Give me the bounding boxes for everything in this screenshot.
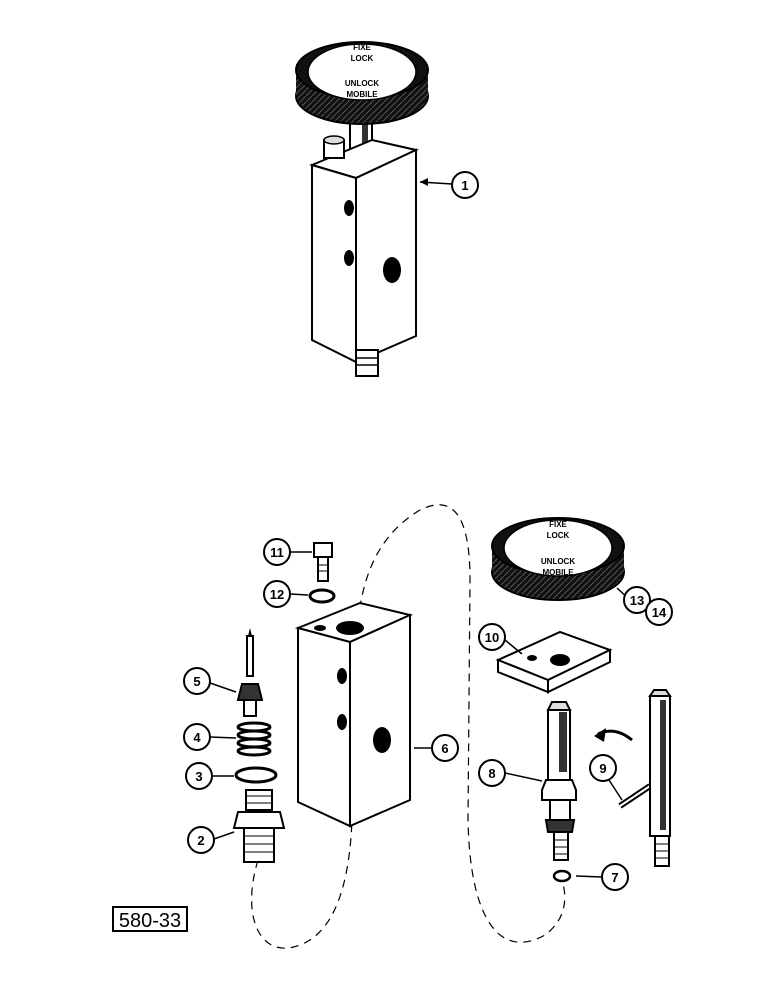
knob-label-lock: LOCK — [351, 54, 374, 63]
rotation-arrow — [594, 728, 633, 742]
callout-4: 4 — [183, 723, 211, 751]
knob-label-bottom: MOBILE — [346, 90, 378, 99]
pin-part-9 — [618, 783, 652, 809]
knob-assembled: FIXE LOCK UNLOCK MOBILE — [295, 41, 429, 125]
svg-text:13: 13 — [630, 593, 644, 608]
svg-text:4: 4 — [193, 730, 201, 745]
plate-part-10 — [495, 630, 613, 694]
washer-part-12 — [308, 588, 336, 604]
callout-7: 7 — [601, 863, 629, 891]
shaft-assembled-view — [648, 689, 672, 867]
svg-text:5: 5 — [193, 674, 200, 689]
svg-text:7: 7 — [611, 870, 618, 885]
svg-text:10: 10 — [485, 630, 499, 645]
svg-text:8: 8 — [488, 766, 495, 781]
callout-3: 3 — [185, 762, 213, 790]
knob-label-top: FIXE — [353, 43, 371, 52]
svg-text:12: 12 — [270, 587, 284, 602]
knob-label-lock-2: LOCK — [547, 531, 570, 540]
figure-reference-label: 580-33 — [112, 906, 188, 932]
leader-lines — [209, 551, 631, 878]
svg-text:6: 6 — [441, 741, 448, 756]
o-ring-part-3 — [234, 766, 278, 784]
callout-12: 12 — [263, 580, 291, 608]
callout-1: 1 — [451, 171, 479, 199]
svg-text:14: 14 — [652, 605, 667, 620]
assembly-path — [251, 504, 566, 949]
callout-9: 9 — [589, 754, 617, 782]
svg-text:2: 2 — [197, 833, 204, 848]
bolt-part-11 — [313, 542, 333, 582]
spring-part-4 — [236, 721, 272, 757]
o-ring-part-7 — [552, 869, 572, 883]
knob-label-bottom-2: MOBILE — [542, 568, 574, 577]
needle-part-5 — [236, 628, 264, 717]
callout-14: 14 — [645, 598, 673, 626]
svg-text:3: 3 — [195, 769, 202, 784]
svg-text:1: 1 — [461, 178, 468, 193]
svg-text:11: 11 — [270, 545, 284, 560]
fitting-part-2 — [232, 789, 286, 863]
callout-6: 6 — [431, 734, 459, 762]
callout-13: 13 — [623, 586, 651, 614]
knob-label-unlock: UNLOCK — [345, 79, 379, 88]
knob-label-top-2: FIXE — [549, 520, 567, 529]
callout-10: 10 — [478, 623, 506, 651]
callout-8: 8 — [478, 759, 506, 787]
callout-2: 2 — [187, 826, 215, 854]
valve-body-block — [294, 601, 414, 828]
assembled-valve: FIXE LOCK UNLOCK MOBILE — [295, 41, 453, 377]
callout-11: 11 — [263, 538, 291, 566]
callout-5: 5 — [183, 667, 211, 695]
shaft-part-8 — [541, 701, 577, 861]
knob-part-13: FIXE LOCK UNLOCK MOBILE — [491, 517, 625, 601]
knob-label-unlock-2: UNLOCK — [541, 557, 575, 566]
svg-text:9: 9 — [599, 761, 606, 776]
